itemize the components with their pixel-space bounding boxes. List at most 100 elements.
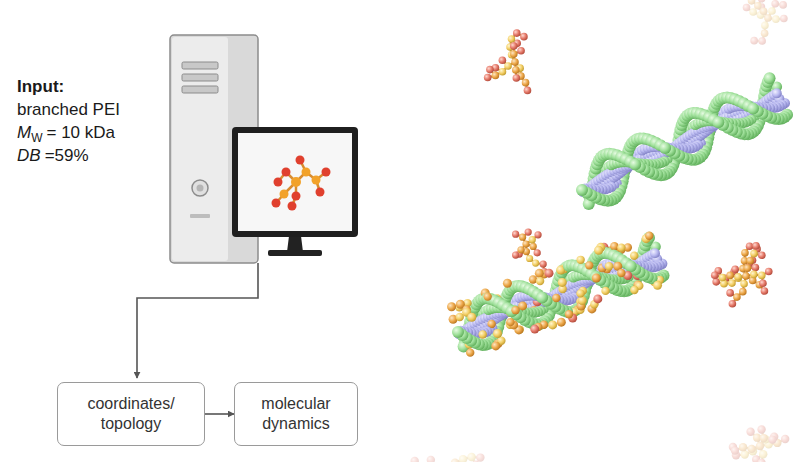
atom-sphere bbox=[739, 288, 747, 296]
atom-sphere bbox=[511, 306, 519, 314]
atom-sphere bbox=[726, 272, 734, 280]
monitor-base bbox=[268, 250, 322, 256]
atom-sphere bbox=[617, 243, 625, 251]
atom-sphere bbox=[513, 29, 521, 37]
atom-sphere bbox=[758, 0, 766, 3]
atom bbox=[280, 190, 289, 199]
atom-sphere bbox=[741, 450, 749, 458]
monitor-bezel bbox=[232, 127, 358, 237]
atom-sphere bbox=[748, 445, 756, 453]
atom-sphere bbox=[743, 4, 751, 12]
process-box: molecular dynamics bbox=[234, 382, 358, 446]
atom-sphere bbox=[447, 302, 456, 311]
atom-sphere bbox=[479, 330, 487, 338]
atom bbox=[282, 168, 291, 177]
atom-sphere bbox=[510, 42, 518, 50]
drive-slot bbox=[182, 74, 218, 81]
atom-sphere bbox=[536, 292, 548, 304]
atom-sphere bbox=[752, 264, 760, 272]
atom-sphere bbox=[512, 231, 519, 238]
atom-sphere bbox=[545, 269, 554, 278]
atom-sphere bbox=[576, 256, 584, 264]
atom-sphere bbox=[759, 280, 767, 288]
parameter-text: W bbox=[31, 131, 42, 145]
atom-sphere bbox=[729, 300, 737, 308]
atom-sphere bbox=[525, 228, 532, 235]
atom-sphere bbox=[764, 72, 776, 84]
atom-sphere bbox=[742, 272, 750, 280]
input-parameter-line: DB=59% bbox=[17, 146, 89, 166]
atom-sphere bbox=[535, 269, 544, 278]
box-label: coordinates/ topology bbox=[79, 394, 183, 434]
atom-sphere bbox=[536, 277, 544, 285]
atom-sphere bbox=[493, 329, 502, 338]
atom-sphere bbox=[576, 184, 588, 196]
input-parameter-line: branched PEI bbox=[17, 100, 120, 120]
pei-molecule bbox=[512, 228, 548, 275]
atom-sphere bbox=[452, 326, 464, 338]
atom-sphere bbox=[484, 74, 492, 82]
atom-sphere bbox=[765, 268, 773, 276]
atom-sphere bbox=[761, 22, 769, 30]
atom-sphere bbox=[467, 453, 475, 461]
atom-sphere bbox=[711, 271, 719, 279]
atom-sphere bbox=[605, 262, 613, 270]
atom-sphere bbox=[540, 260, 547, 267]
atom bbox=[292, 192, 301, 201]
atom-sphere bbox=[451, 459, 459, 462]
atom-sphere bbox=[731, 446, 739, 454]
atom-sphere bbox=[779, 1, 787, 9]
atom-sphere bbox=[517, 47, 525, 55]
atom-sphere bbox=[746, 242, 754, 250]
atom-sphere bbox=[771, 0, 779, 8]
atom-sphere bbox=[659, 142, 671, 154]
power-button bbox=[192, 180, 208, 196]
atom-sphere bbox=[734, 273, 742, 281]
parameter-text: = 10 kDa bbox=[47, 123, 116, 142]
input-parameter-line: MW = 10 kDa bbox=[17, 123, 115, 145]
atom-sphere bbox=[758, 272, 766, 280]
input-parameter-line: Input: bbox=[17, 77, 64, 97]
pei-molecule bbox=[411, 453, 485, 462]
atom-sphere bbox=[750, 250, 758, 258]
atom-sphere bbox=[411, 457, 419, 462]
atom-sphere bbox=[754, 2, 762, 10]
drive-slot bbox=[182, 62, 218, 69]
atom-sphere bbox=[772, 15, 780, 23]
atom-sphere bbox=[524, 87, 532, 95]
atom-sphere bbox=[746, 428, 754, 436]
atom-sphere bbox=[761, 287, 769, 295]
atom-sphere bbox=[592, 273, 601, 282]
atom-sphere bbox=[761, 30, 769, 38]
power-button-core bbox=[197, 185, 204, 192]
pei-molecule bbox=[711, 242, 773, 307]
atom-sphere bbox=[577, 185, 587, 195]
atom-sphere bbox=[467, 313, 476, 322]
atom-sphere bbox=[506, 318, 514, 326]
atom-sphere bbox=[752, 242, 760, 250]
atom-sphere bbox=[756, 442, 764, 450]
parameter-text: M bbox=[17, 123, 31, 142]
atom-sphere bbox=[529, 236, 536, 243]
port bbox=[190, 214, 210, 218]
atom-sphere bbox=[610, 242, 618, 250]
atom-sphere bbox=[760, 434, 768, 442]
atom-sphere bbox=[629, 158, 641, 170]
atom-sphere bbox=[758, 252, 766, 260]
atom-sphere bbox=[503, 279, 512, 288]
atom-sphere bbox=[750, 37, 758, 45]
atom-sphere bbox=[748, 0, 756, 5]
atom bbox=[322, 168, 331, 177]
atom-sphere bbox=[630, 251, 638, 259]
atom-sphere bbox=[504, 62, 512, 70]
atom-sphere bbox=[740, 280, 748, 288]
atom bbox=[272, 199, 281, 208]
atom-sphere bbox=[760, 7, 768, 15]
atom-sphere bbox=[781, 435, 789, 443]
atom-sphere bbox=[601, 287, 609, 295]
atom-sphere bbox=[565, 310, 573, 318]
atom-sphere bbox=[747, 103, 759, 115]
box-label: molecular dynamics bbox=[248, 394, 344, 434]
atom-sphere bbox=[741, 249, 749, 257]
